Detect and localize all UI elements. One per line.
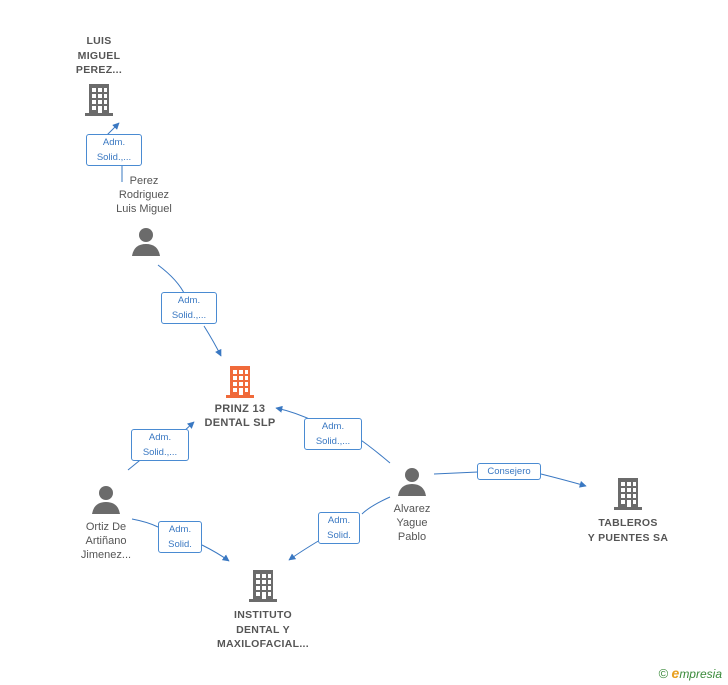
edge-alvarez-to-tableros — [433, 471, 586, 486]
node-label: Alvarez Yague Pablo — [393, 503, 431, 543]
node-alvarez[interactable]: Alvarez Yague Pablo — [366, 466, 458, 544]
building-icon — [85, 83, 113, 116]
person-icon — [92, 486, 120, 514]
brand-watermark: © empresia — [659, 665, 722, 681]
node-label: Ortiz De Artiñano Jimenez... — [80, 521, 132, 561]
edge-label-alvarez-prinz13[interactable]: Adm. Solid.,... — [304, 418, 362, 450]
building-icon — [249, 570, 277, 602]
node-ortiz[interactable]: Ortiz De Artiñano Jimenez... — [60, 484, 152, 562]
edge-label-alvarez-tableros[interactable]: Consejero — [477, 463, 541, 480]
edge-label-perez-prinz13[interactable]: Adm. Solid.,... — [161, 292, 217, 324]
node-label: TABLEROS Y PUENTES SA — [587, 517, 669, 544]
node-label: Perez Rodriguez Luis Miguel — [116, 175, 172, 215]
node-luis-miguel-company[interactable]: LUIS MIGUEL PEREZ... — [60, 34, 138, 118]
edge-label-ortiz-prinz13[interactable]: Adm. Solid.,... — [131, 429, 189, 461]
edge-perez-to-luis-miguel — [105, 123, 122, 182]
copyright-icon: © — [658, 666, 669, 681]
node-label: PRINZ 13 DENTAL SLP — [204, 403, 276, 429]
person-icon — [132, 228, 160, 256]
edge-alvarez-to-instituto — [289, 496, 391, 560]
node-instituto[interactable]: INSTITUTO DENTAL Y MAXILOFACIAL... — [208, 568, 318, 652]
node-label: INSTITUTO DENTAL Y MAXILOFACIAL... — [217, 609, 309, 650]
edge-label-ortiz-instituto[interactable]: Adm. Solid. — [158, 521, 202, 553]
brand-logo-text: mpresia — [679, 667, 722, 681]
node-prinz13[interactable]: PRINZ 13 DENTAL SLP — [190, 364, 290, 430]
edge-label-alvarez-instituto[interactable]: Adm. Solid. — [318, 512, 360, 544]
building-icon — [614, 478, 642, 510]
edge-label-perez-luis-miguel[interactable]: Adm. Solid.,... — [86, 134, 142, 166]
edge-ortiz-to-instituto — [131, 518, 229, 561]
node-label: LUIS MIGUEL PEREZ... — [75, 35, 123, 76]
node-tableros[interactable]: TABLEROS Y PUENTES SA — [578, 476, 678, 545]
person-icon — [398, 468, 426, 496]
brand-logo-e: e — [671, 665, 680, 681]
node-perez-rodriguez[interactable]: Perez Rodriguez Luis Miguel — [96, 174, 192, 258]
building-icon — [226, 366, 254, 398]
